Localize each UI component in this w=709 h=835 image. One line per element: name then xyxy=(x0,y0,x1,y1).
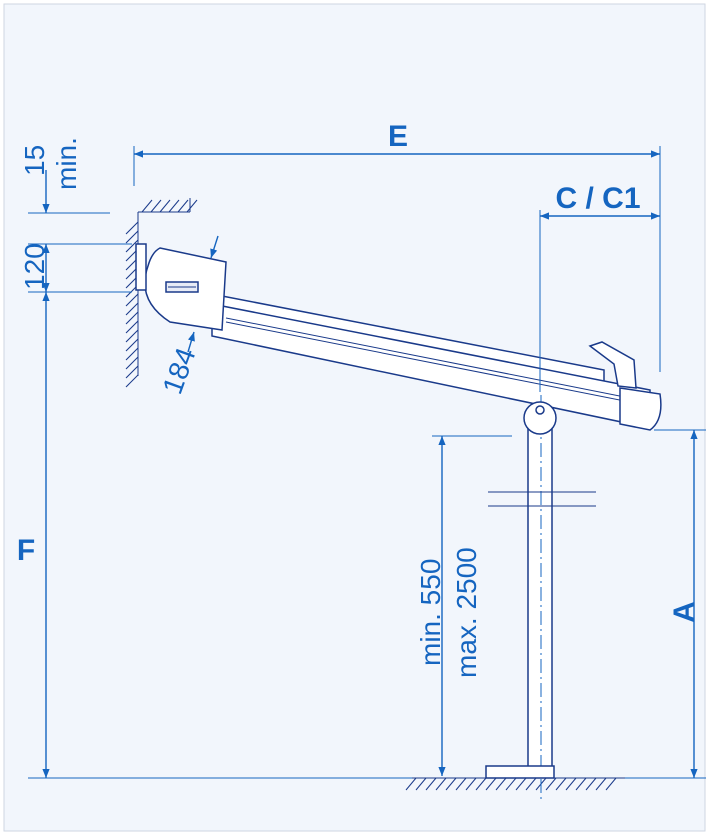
hatch-line xyxy=(505,777,517,791)
hatch-line xyxy=(415,777,427,791)
hatch-line xyxy=(125,302,139,316)
label-E: E xyxy=(388,120,408,153)
hatch-line xyxy=(125,338,139,352)
hatch-line xyxy=(125,293,139,307)
hatch-line xyxy=(141,199,153,213)
hatch-line xyxy=(405,777,417,791)
hatch-line xyxy=(475,777,487,791)
dimension-post-height: min. 550 max. 2500 xyxy=(415,435,512,776)
hatch-line xyxy=(455,777,467,791)
dimension-left-stack: 15 min. 120 F xyxy=(17,137,412,779)
hatch-line xyxy=(525,777,537,791)
hatch-line xyxy=(585,777,597,791)
label-120: 120 xyxy=(19,243,50,290)
label-min-550: min. 550 xyxy=(415,559,446,666)
hatch-line xyxy=(485,777,497,791)
hatch-line xyxy=(575,777,587,791)
hatch-line xyxy=(555,777,567,791)
hatch-line xyxy=(186,199,198,213)
support-post xyxy=(485,395,596,800)
hatch-line xyxy=(495,777,507,791)
label-A: A xyxy=(668,601,701,623)
hatch-line xyxy=(595,777,607,791)
hatch-line xyxy=(435,777,447,791)
hatch-line xyxy=(545,777,557,791)
hatch-line xyxy=(125,365,139,379)
label-min: min. xyxy=(51,137,82,190)
dimension-E: E xyxy=(133,120,661,372)
hatch-line xyxy=(445,777,457,791)
label-max-2500: max. 2500 xyxy=(451,547,482,678)
hatch-line xyxy=(177,199,189,213)
hatch-line xyxy=(605,777,617,791)
dimension-A: A xyxy=(625,429,706,779)
hatch-line xyxy=(425,777,437,791)
hatch-line xyxy=(125,347,139,361)
label-15: 15 xyxy=(19,145,50,176)
wall-bracket xyxy=(135,243,147,291)
hatch-line xyxy=(515,777,527,791)
hatch-line xyxy=(150,199,162,213)
hatch-line xyxy=(125,329,139,343)
background-panel xyxy=(3,3,706,832)
hatch-line xyxy=(565,777,577,791)
hatch-line xyxy=(125,356,139,370)
hatch-line xyxy=(465,777,477,791)
hatch-line xyxy=(125,221,139,235)
dimension-C-C1: C / C1 xyxy=(539,182,660,392)
label-C-C1: C / C1 xyxy=(555,182,640,215)
hatch-line xyxy=(125,320,139,334)
label-F: F xyxy=(17,534,35,567)
ground xyxy=(405,777,625,791)
hatch-line xyxy=(125,374,139,388)
hatch-line xyxy=(125,239,139,253)
hatch-line xyxy=(159,199,171,213)
hatch-line xyxy=(168,199,180,213)
hatch-line xyxy=(125,230,139,244)
hatch-line xyxy=(125,311,139,325)
